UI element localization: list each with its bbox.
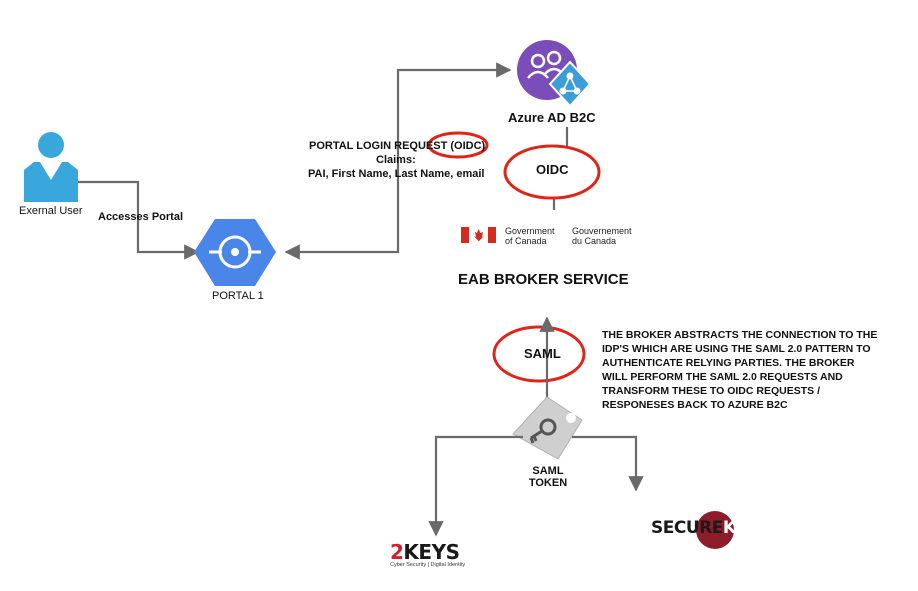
saml-label: SAML xyxy=(524,346,561,361)
saml-token-label: SAML TOKEN xyxy=(528,465,568,489)
azure-ad-b2c-icon xyxy=(517,40,592,108)
connector-to-2keys xyxy=(428,435,523,537)
government-en: Government of Canada xyxy=(505,226,555,246)
canada-flag-icon xyxy=(461,227,496,243)
login-request-title: PORTAL LOGIN REQUEST (OIDC) xyxy=(309,140,486,152)
securekey-text: SECUREKEY xyxy=(651,518,759,538)
saml-link-oval xyxy=(492,325,586,383)
oidc-highlight-oval xyxy=(427,131,489,159)
login-request-claims: PAI, First Name, Last Name, email xyxy=(308,168,485,180)
portal-icon xyxy=(194,219,276,286)
accesses-portal-label: Accesses Portal xyxy=(98,211,183,223)
connector-to-securekey xyxy=(572,435,644,492)
external-user-icon xyxy=(24,132,78,202)
twokeys-logo: 2KEYS Cyber Security | Digital Identity xyxy=(390,540,466,568)
connector-portal-to-azure xyxy=(284,62,512,260)
oidc-link-oval xyxy=(503,144,601,200)
securekey-logo xyxy=(635,495,750,555)
saml-token-key-icon xyxy=(512,396,583,460)
portal-label: PORTAL 1 xyxy=(212,290,264,302)
government-fr: Gouvernement du Canada xyxy=(572,226,632,246)
oidc-label: OIDC xyxy=(536,162,569,177)
connector-user-to-portal xyxy=(78,180,200,260)
broker-title: EAB BROKER SERVICE xyxy=(458,271,629,288)
broker-description: THE BROKER ABSTRACTS THE CONNECTION TO T… xyxy=(602,329,878,411)
login-request-claims-heading: Claims: xyxy=(376,154,416,166)
twokeys-brand: KEYS xyxy=(403,540,460,564)
twokeys-tagline: Cyber Security | Digital Identity xyxy=(390,562,466,568)
external-user-label: Exernal User xyxy=(19,205,83,217)
azure-label: Azure AD B2C xyxy=(508,110,596,125)
